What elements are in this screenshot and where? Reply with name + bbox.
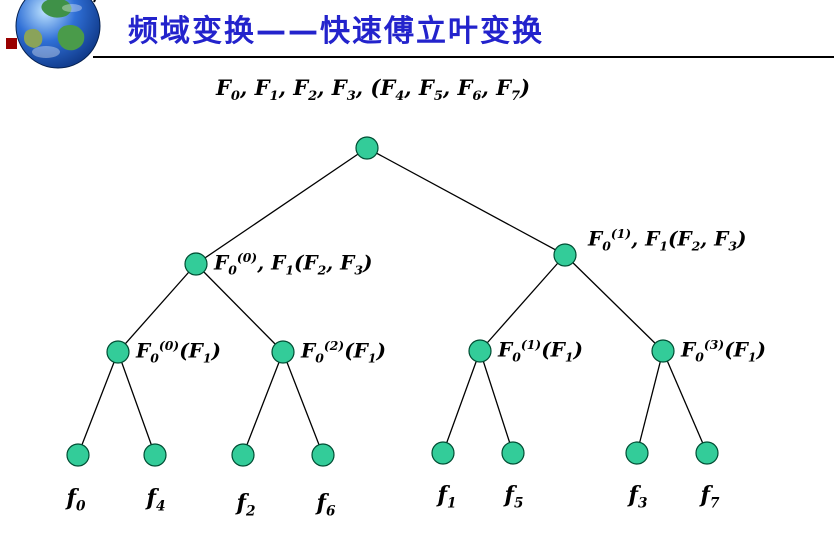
leaf-label-5: f5 (504, 482, 524, 512)
tree-leaf-node-6 (625, 441, 649, 465)
tree-node-root (355, 136, 379, 160)
node-label-l3-3: F0(3)(F1) (681, 337, 766, 365)
tree-leaf-node-1 (143, 443, 167, 467)
title-underline (93, 56, 834, 58)
node-label-level2-left: F0(0), F1(F2, F3) (214, 250, 373, 278)
tree-leaf-node-0 (66, 443, 90, 467)
red-accent-square (6, 38, 17, 49)
tree-node-l3-0 (106, 340, 130, 364)
node-label-l3-2: F0(1)(F1) (498, 337, 583, 365)
leaf-label-4: f1 (437, 482, 457, 512)
tree-leaf-node-7 (695, 441, 719, 465)
node-label-l3-1: F0(2)(F1) (301, 338, 386, 366)
node-label-l3-0: F0(0)(F1) (136, 338, 221, 366)
tree-node-l3-2 (468, 339, 492, 363)
tree-nodes (66, 136, 719, 467)
tree-leaf-node-3 (311, 443, 335, 467)
node-label-level2-right: F0(1), F1(F2, F3) (588, 226, 747, 254)
tree-node-l3-3 (651, 339, 675, 363)
root-caption: F0, F1, F2, F3, (F4, F5, F6, F7) (215, 75, 531, 105)
leaf-label-7: f7 (700, 482, 720, 512)
leaf-label-3: f6 (316, 490, 336, 520)
tree-node-l3-1 (271, 340, 295, 364)
tree-node-l2-right (553, 243, 577, 267)
leaf-label-6: f3 (628, 482, 648, 512)
tree-leaf-node-4 (431, 441, 455, 465)
earth-globe-icon (6, 0, 110, 74)
leaf-label-0: f0 (66, 485, 86, 515)
tree-edges (77, 147, 708, 456)
slide-title: 频域变换——快速傅立叶变换 (128, 14, 544, 49)
tree-leaf-node-2 (231, 443, 255, 467)
tree-leaf-node-5 (501, 441, 525, 465)
leaf-label-1: f4 (146, 485, 166, 515)
tree-node-l2-left (184, 252, 208, 276)
leaf-label-2: f2 (236, 490, 256, 520)
